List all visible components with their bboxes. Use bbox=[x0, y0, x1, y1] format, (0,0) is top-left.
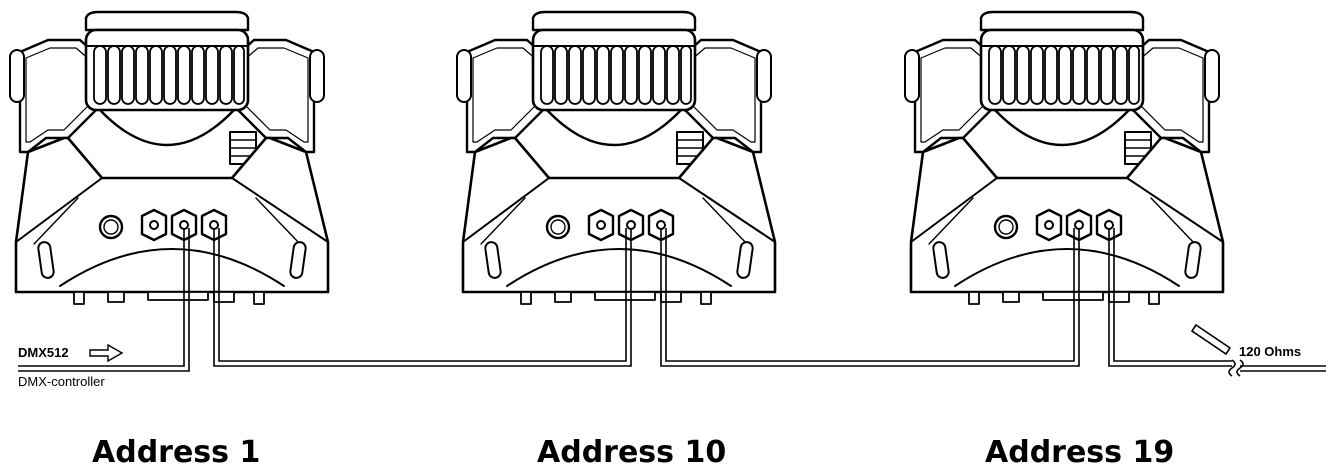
fixture-2-address: Address 10 bbox=[537, 435, 726, 467]
fixture-2 bbox=[455, 10, 777, 306]
terminator-label: 120 Ohms bbox=[1239, 344, 1301, 359]
terminator-resistor-icon bbox=[1190, 323, 1232, 356]
fixture-3-address: Address 19 bbox=[985, 435, 1174, 467]
signal-arrow-icon bbox=[89, 343, 124, 363]
fixture-3 bbox=[903, 10, 1225, 306]
cable-break-mark bbox=[1228, 359, 1244, 377]
dmx-cable bbox=[18, 228, 1326, 372]
dmx-controller-label: DMX-controller bbox=[18, 374, 105, 389]
fixture-1-address: Address 1 bbox=[92, 435, 260, 467]
dmx512-label: DMX512 bbox=[18, 345, 69, 360]
fixture-1 bbox=[8, 10, 330, 306]
